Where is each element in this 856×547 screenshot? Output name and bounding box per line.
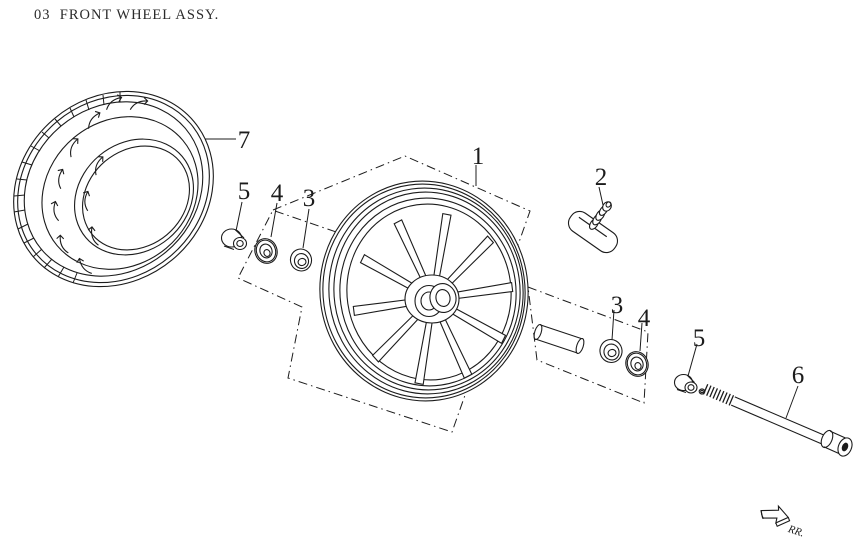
axle-bolt-part (705, 389, 855, 458)
right-group-box (528, 287, 648, 403)
bearing-left-part (251, 235, 280, 266)
callout-valve: 2 (595, 164, 608, 191)
inner-group-line (275, 211, 342, 234)
callout-tire: 7 (238, 127, 251, 154)
wheel-part (306, 168, 543, 415)
axle-bolt-threads (705, 389, 733, 401)
wheel-hub (405, 275, 459, 323)
seal-left-part (288, 247, 314, 274)
spacer-right-part (675, 375, 705, 395)
direction-arrow-icon (759, 503, 793, 529)
axle-bolt-socket (841, 442, 849, 452)
callout-bearing-right: 4 (638, 305, 651, 332)
callout-axle-bolt: 6 (792, 362, 805, 389)
callout-seal-right: 3 (611, 292, 624, 319)
callout-seal-left: 3 (303, 185, 316, 212)
tire-part (0, 51, 253, 327)
callout-labels: 7 1 2 5 4 3 3 4 5 6 (238, 127, 805, 389)
valve-stem-part (565, 200, 622, 256)
hub-sleeve-part (533, 324, 586, 355)
spacer-left-part (222, 229, 247, 250)
callout-wheel: 1 (472, 143, 485, 170)
callout-bearing-left: 4 (271, 180, 284, 207)
callout-spacer-left: 5 (238, 178, 251, 205)
direction-marker: RR. (759, 503, 806, 540)
leader-lines (205, 139, 798, 418)
direction-label: RR. (786, 523, 806, 540)
callout-spacer-right: 5 (693, 325, 706, 352)
page-title: 03 FRONT WHEEL ASSY. (34, 7, 220, 23)
bearing-right-part (622, 348, 651, 379)
seal-right-part (597, 337, 624, 365)
wheel-group-box (238, 156, 530, 432)
